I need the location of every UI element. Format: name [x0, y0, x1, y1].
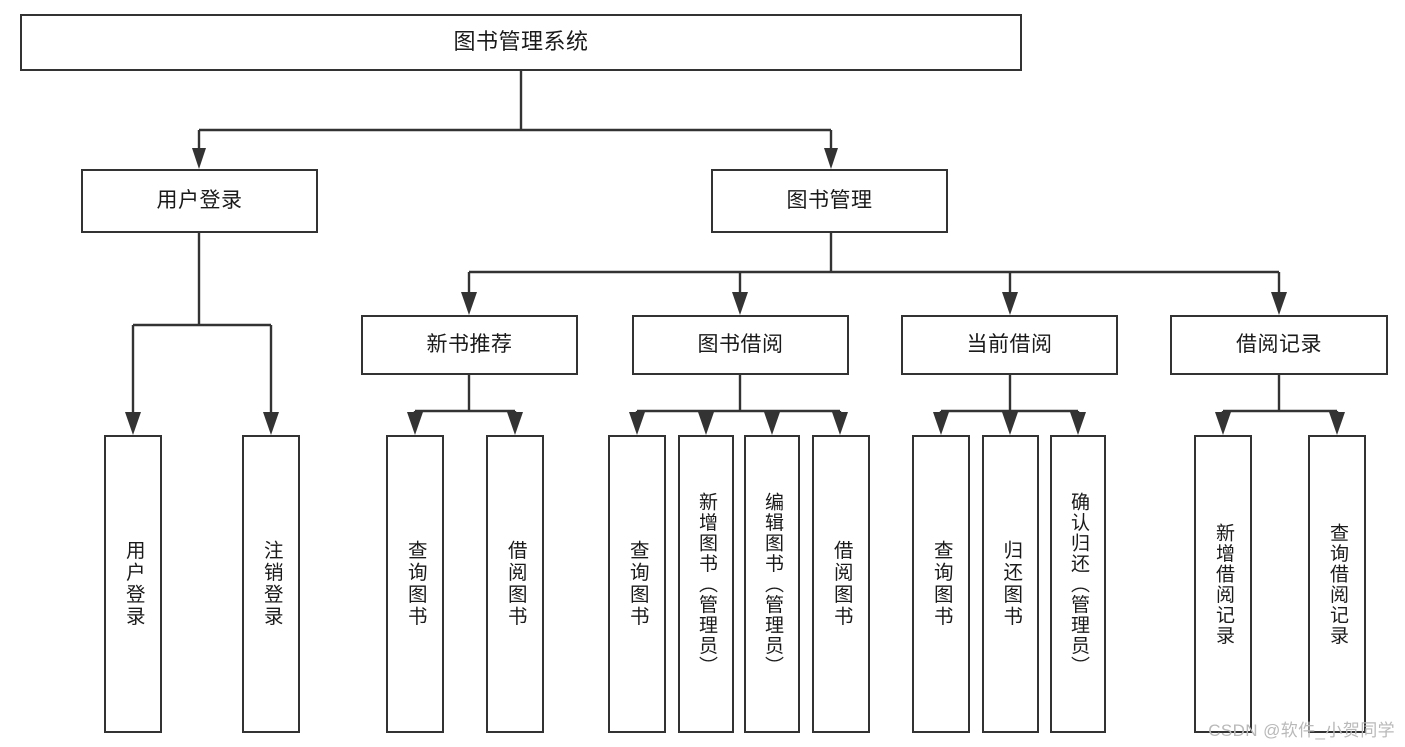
- node-label: 用户登录: [156, 189, 243, 213]
- node-label: 图书管理系统: [453, 29, 589, 55]
- node-label: 查询图书: [626, 540, 649, 628]
- node-label: 借阅图书: [830, 540, 853, 628]
- node-label: 借阅图书: [504, 540, 527, 628]
- leaf-query-borrow-record[interactable]: 查询借阅记录: [1308, 435, 1366, 733]
- node-label: 借阅记录: [1236, 333, 1322, 357]
- node-book-management[interactable]: 图书管理: [711, 169, 948, 233]
- node-new-book-recommend[interactable]: 新书推荐: [361, 315, 578, 375]
- csdn-watermark: CSDN @软件_小贺同学: [1208, 721, 1395, 740]
- node-book-borrow[interactable]: 图书借阅: [632, 315, 849, 375]
- leaf-add-book-admin[interactable]: 新增图书（管理员）: [678, 435, 734, 733]
- node-label: 图书借阅: [697, 333, 784, 357]
- node-label: 新书推荐: [426, 333, 513, 357]
- node-label: 编辑图书（管理员）: [762, 491, 784, 677]
- leaf-query-book-current[interactable]: 查询图书: [912, 435, 970, 733]
- node-label: 查询图书: [404, 540, 427, 628]
- leaf-confirm-return-admin[interactable]: 确认归还（管理员）: [1050, 435, 1106, 733]
- node-label: 查询借阅记录: [1327, 522, 1349, 646]
- node-label: 查询图书: [930, 540, 953, 628]
- node-root-book-management-system[interactable]: 图书管理系统: [20, 14, 1022, 71]
- leaf-borrow-book[interactable]: 借阅图书: [812, 435, 870, 733]
- leaf-return-book[interactable]: 归还图书: [982, 435, 1039, 733]
- leaf-query-book-recommend[interactable]: 查询图书: [386, 435, 444, 733]
- node-label: 当前借阅: [966, 333, 1053, 357]
- node-user-login[interactable]: 用户登录: [81, 169, 318, 233]
- node-label: 归还图书: [999, 540, 1022, 628]
- leaf-user-login[interactable]: 用户登录: [104, 435, 162, 733]
- leaf-add-borrow-record[interactable]: 新增借阅记录: [1194, 435, 1252, 733]
- node-label: 新增借阅记录: [1213, 522, 1235, 646]
- node-label: 注销登录: [260, 540, 283, 628]
- node-borrow-record[interactable]: 借阅记录: [1170, 315, 1388, 375]
- leaf-edit-book-admin[interactable]: 编辑图书（管理员）: [744, 435, 800, 733]
- node-label: 用户登录: [122, 540, 145, 628]
- node-label: 确认归还（管理员）: [1068, 491, 1090, 677]
- leaf-query-book-borrow[interactable]: 查询图书: [608, 435, 666, 733]
- node-label: 图书管理: [786, 189, 873, 213]
- leaf-logout[interactable]: 注销登录: [242, 435, 300, 733]
- node-label: 新增图书（管理员）: [696, 491, 718, 677]
- node-current-borrow[interactable]: 当前借阅: [901, 315, 1118, 375]
- leaf-borrow-book-recommend[interactable]: 借阅图书: [486, 435, 544, 733]
